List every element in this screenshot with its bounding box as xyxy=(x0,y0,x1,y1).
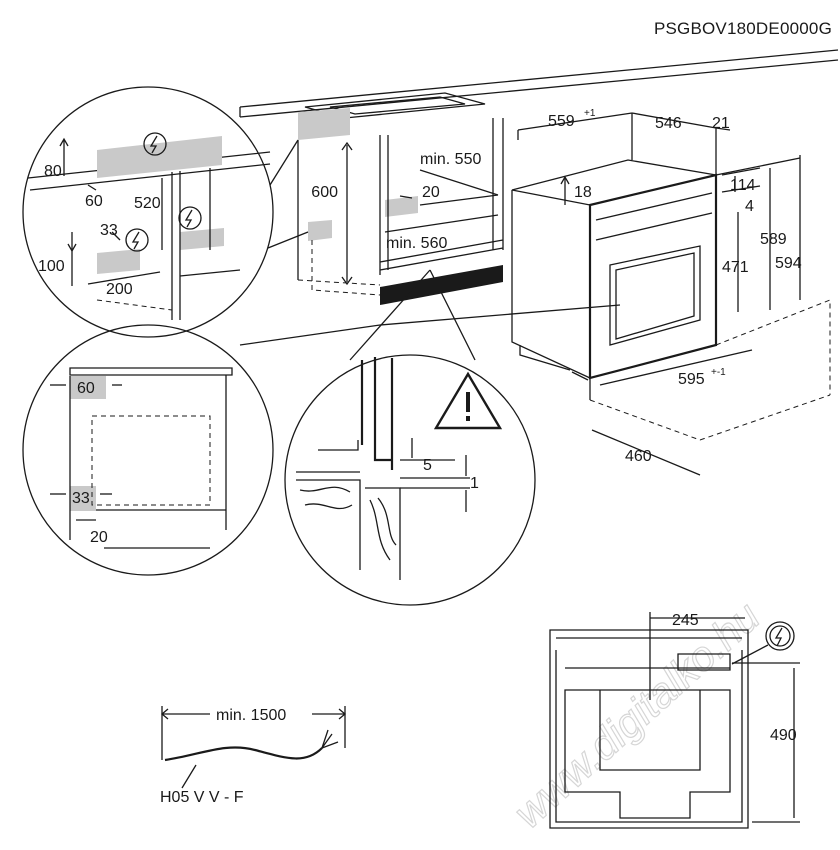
dim-200: 200 xyxy=(106,281,133,298)
dim-595-tol: +-1 xyxy=(711,367,726,378)
dim-18: 18 xyxy=(574,184,592,201)
cable-length: min. 1500 xyxy=(216,707,286,724)
dim-1: 1 xyxy=(470,475,479,492)
dim-460: 460 xyxy=(625,448,652,465)
dim-589: 589 xyxy=(760,231,787,248)
dim-546: 546 xyxy=(655,115,682,132)
dim-20: 20 xyxy=(422,184,440,201)
dim-min-550: min. 550 xyxy=(420,151,481,168)
dim-5: 5 xyxy=(423,457,432,474)
electric-hazard-icon xyxy=(143,132,167,156)
dim-60-side: 60 xyxy=(77,380,95,397)
cable-type: H05 V V - F xyxy=(160,789,244,806)
model-code: PSGBOV180DE0000G xyxy=(654,19,832,38)
dim-595: 595 xyxy=(678,371,705,388)
dim-471: 471 xyxy=(722,259,749,276)
detail-circle-top-left: 80 520 60 33 100 200 xyxy=(22,86,309,338)
electric-hazard-icon xyxy=(125,228,149,252)
dim-490: 490 xyxy=(770,727,797,744)
cabinet-drawing xyxy=(239,49,839,346)
dim-594: 594 xyxy=(775,255,802,272)
dim-21: 21 xyxy=(712,115,730,132)
oven-dims: 559 +1 546 21 18 114 4 471 589 594 595 +… xyxy=(517,108,831,476)
oven-drawing xyxy=(511,159,718,381)
dim-min-560: min. 560 xyxy=(386,235,447,252)
cable-drawing: min. 1500 H05 V V - F xyxy=(160,706,347,806)
warning-triangle-icon xyxy=(433,371,503,430)
watermark: www.digitalko.hu xyxy=(505,592,769,836)
dim-520: 520 xyxy=(134,195,161,212)
dim-20-side: 20 xyxy=(90,529,108,546)
electric-hazard-icon xyxy=(178,206,202,230)
detail-circle-center: 5 1 xyxy=(284,269,536,606)
dim-33: 33 xyxy=(100,222,118,239)
detail-circle-bottom-left: 60 33 20 xyxy=(22,324,274,576)
dim-114: 114 xyxy=(730,177,756,194)
dim-80: 80 xyxy=(44,163,62,180)
dim-559-tol: +1 xyxy=(584,108,596,119)
dim-60: 60 xyxy=(85,193,103,210)
dim-559: 559 xyxy=(548,113,575,130)
rear-view-drawing: 245 490 xyxy=(549,612,800,829)
electric-hazard-icon xyxy=(765,621,795,651)
dim-600: 600 xyxy=(311,184,338,201)
dim-245: 245 xyxy=(672,612,699,629)
dim-4: 4 xyxy=(745,198,754,215)
dim-33-side: 33 xyxy=(72,490,90,507)
dim-100: 100 xyxy=(38,258,65,275)
cabinet-dims: 600 min. 550 20 min. 560 xyxy=(311,141,499,286)
